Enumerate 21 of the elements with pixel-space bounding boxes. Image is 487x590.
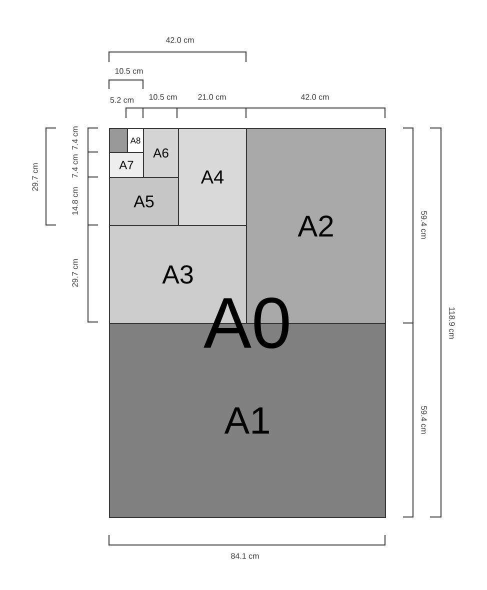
dimension-label: 14.8 cm <box>72 187 78 215</box>
dimension-label: 5.2 cm <box>110 97 134 103</box>
dimension-label: 10.5 cm <box>149 94 177 100</box>
paper-sheet: A7 <box>109 152 144 178</box>
dimension-label: 7.4 cm <box>72 126 78 150</box>
paper-sheet <box>109 128 128 153</box>
paper-sheet: A5 <box>109 177 179 226</box>
dimension-label: 118.9 cm <box>449 307 455 339</box>
dimension-label: 42.0 cm <box>166 37 194 43</box>
dimension-label: 42.0 cm <box>300 94 329 100</box>
dimension-label: 84.1 cm <box>231 553 259 559</box>
dimension-label: 21.0 cm <box>198 94 226 100</box>
dimension-label: 59.4 cm <box>421 406 427 434</box>
dimension-label: 29.7 cm <box>72 259 78 287</box>
dimension-label: 59.4 cm <box>421 211 427 239</box>
paper-sheet: A6 <box>143 128 179 178</box>
paper-sheet: A4 <box>178 128 247 226</box>
paper-sheet: A8 <box>127 128 144 153</box>
dimension-label: 7.4 cm <box>72 154 78 178</box>
dimension-label: 29.7 cm <box>32 163 38 191</box>
dimension-label: 10.5 cm <box>115 68 143 74</box>
